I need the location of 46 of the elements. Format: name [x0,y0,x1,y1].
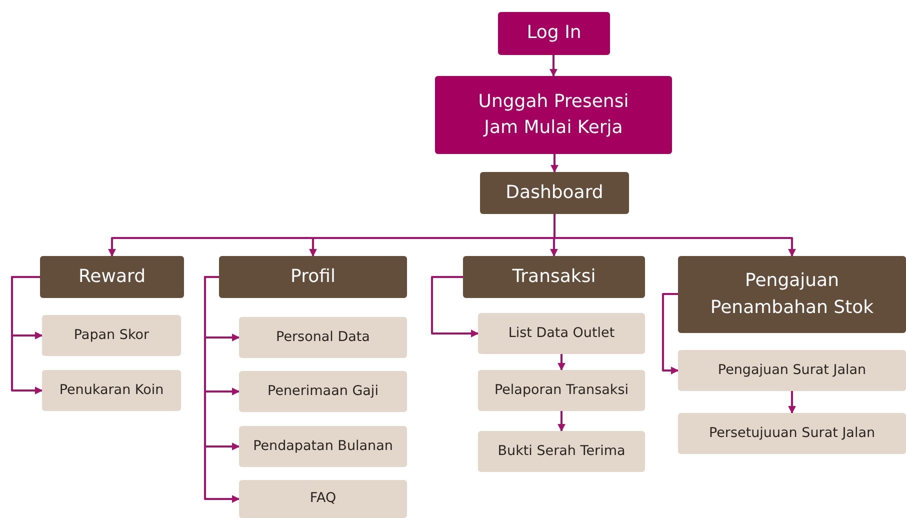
submenu-box [42,370,181,411]
submenu-box [478,431,645,472]
arrow [11,276,43,394]
submenu-box [239,317,407,358]
arrow [550,55,558,77]
node-label: Dashboard [506,180,604,205]
menu-box [40,256,184,298]
node-label: Reward [78,264,146,289]
menu-box [480,172,629,214]
arrow [558,354,566,371]
arrow [204,276,240,503]
node-label: Pengajuan Surat Jalan [718,360,866,380]
submenu-box [478,313,645,354]
submenu-box [239,480,407,518]
node-label: Papan Skor [74,326,150,345]
submenu-box [678,350,906,391]
node-label: Persetujuuan Surat Jalan [708,424,876,443]
menu-box [463,256,645,298]
node-label: Penukaran Koin [59,380,164,400]
node-label: Pendapatan Bulanan [253,436,393,456]
node-label: Pelaporan Transaksi [494,380,629,400]
node-label: Log In [526,21,582,46]
arrow [431,276,479,338]
process-box [498,12,610,55]
submenu-box [678,413,906,454]
submenu-box [239,426,407,467]
process-box [435,76,672,154]
arrow [554,214,796,257]
submenu-box [239,371,407,412]
node-label: Penerimaan Gaji [268,382,378,401]
node-label: Unggah Presensi Jam Mulai Kerja [477,90,630,140]
arrow [662,293,679,374]
node-label: List Data Outlet [508,324,615,343]
arrow [558,411,566,432]
submenu-box [42,315,181,356]
arrow [788,391,796,414]
node-label: FAQ [310,489,336,508]
node-label: Transaksi [512,264,596,289]
menu-box [219,256,407,298]
node-label: Personal Data [276,328,370,347]
node-label: Pengajuan Penambahan Stok [709,269,875,320]
submenu-box [478,370,645,411]
node-label: Profil [290,264,336,289]
arrow [550,154,558,173]
node-label: Bukti Serah Terima [498,442,626,461]
menu-box [678,256,906,333]
